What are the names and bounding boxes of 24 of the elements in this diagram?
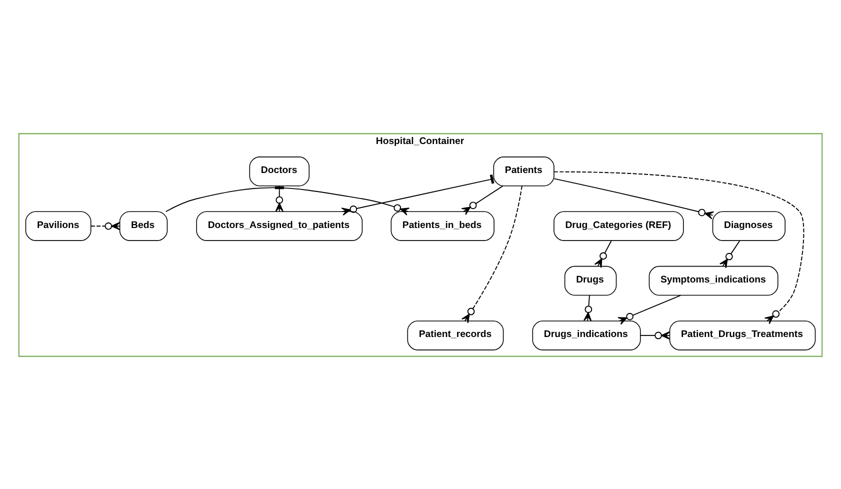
node-box: Patient_records bbox=[407, 320, 504, 350]
connector bbox=[640, 330, 670, 340]
connector bbox=[594, 240, 612, 268]
node-box: Patients_in_beds bbox=[390, 210, 494, 240]
node-box: Doctors bbox=[249, 156, 310, 186]
connector bbox=[554, 178, 714, 219]
connector bbox=[584, 294, 592, 321]
node-box: Drugs_indications bbox=[532, 320, 641, 350]
node-box: Pavilions bbox=[25, 210, 92, 240]
connector bbox=[90, 222, 120, 230]
connector bbox=[341, 174, 494, 216]
node-box: Patients bbox=[493, 156, 554, 186]
connector bbox=[554, 170, 804, 324]
connector bbox=[461, 185, 504, 215]
node-box: Doctors_Assigned_to_patients bbox=[196, 210, 363, 240]
connector bbox=[719, 240, 740, 268]
node-box: Symptoms_indications bbox=[648, 265, 778, 296]
node-box: Diagnoses bbox=[712, 210, 786, 240]
connector bbox=[461, 184, 522, 323]
node-box: Drug_Categories (REF) bbox=[554, 210, 684, 240]
node-box: Beds bbox=[119, 210, 168, 240]
node-box: Drugs bbox=[564, 265, 617, 296]
node-box: Patient_Drugs_Treatments bbox=[669, 320, 816, 350]
connector bbox=[618, 294, 681, 324]
